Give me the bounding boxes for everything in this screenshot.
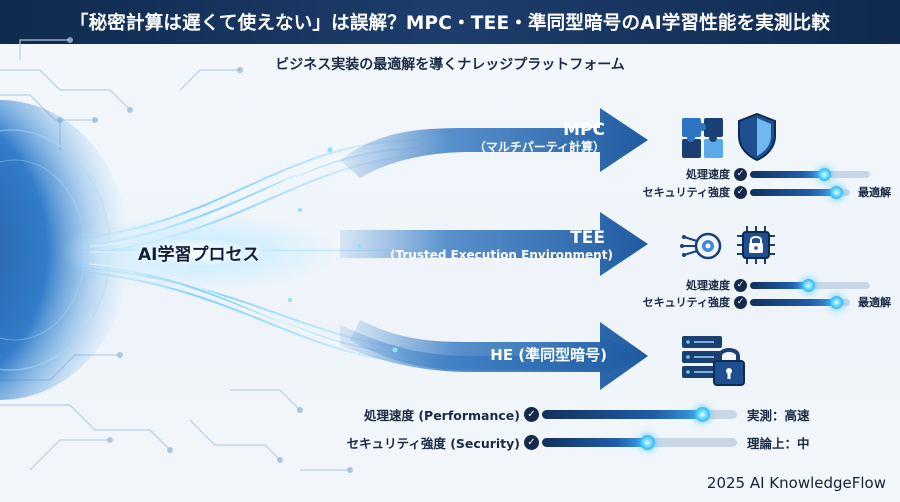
check-icon: ✓	[524, 434, 539, 450]
metric-fill	[750, 281, 808, 289]
target-node-icon	[680, 232, 722, 260]
check-icon: ✓	[734, 185, 747, 199]
tee-speed-metric: 処理速度 ✓	[600, 277, 878, 293]
metric-bar	[750, 295, 850, 309]
mpc-name: MPC	[563, 120, 605, 140]
metric-bar	[542, 406, 737, 422]
metric-label: セキュリティ強度 (Security)	[346, 435, 520, 451]
metric-label: 処理速度 (Performance)	[363, 407, 520, 423]
server-lock-icon	[682, 336, 745, 386]
mpc-detail: （マルチパーティ計算）	[473, 140, 605, 154]
mpc-label: MPC （マルチパーティ計算）	[430, 120, 605, 155]
metric-knob	[640, 434, 656, 450]
metric-fill	[750, 170, 825, 178]
metric-label: 処理速度	[686, 279, 730, 292]
he-arrow	[350, 320, 648, 390]
mpc-speed-metric: 処理速度 ✓	[600, 166, 878, 182]
metric-fill	[542, 437, 648, 447]
tee-detail: (Trusted Execution Environment)	[390, 248, 613, 262]
tee-security-metric: セキュリティ強度 ✓ 最適解	[600, 294, 891, 310]
metric-value: 理論上：中	[747, 435, 810, 451]
he-label: HE (準同型暗号)	[440, 346, 607, 365]
he-security-metric: セキュリティ強度 (Security) ✓ 理論上：中	[305, 434, 810, 451]
metric-knob	[818, 167, 832, 181]
metric-knob	[801, 278, 815, 292]
metric-bar	[750, 185, 850, 199]
metric-fill	[750, 188, 836, 196]
metric-fill	[542, 409, 702, 419]
tee-name: TEE	[570, 228, 605, 248]
metric-value: 実測：高速	[747, 407, 810, 423]
metric-fill	[750, 298, 836, 306]
puzzle-icon	[682, 118, 723, 158]
metric-value: 最適解	[858, 186, 891, 199]
metric-knob	[830, 295, 843, 309]
metric-bar	[750, 167, 870, 181]
check-icon: ✓	[734, 167, 747, 181]
metric-label: セキュリティ強度	[642, 186, 730, 199]
metric-label: 処理速度	[686, 168, 730, 181]
page-subtitle: ビジネス実装の最適解を導くナレッジプラットフォーム	[275, 57, 625, 73]
mpc-arrow	[340, 108, 648, 178]
tee-arrow	[340, 212, 648, 276]
check-icon: ✓	[734, 278, 747, 292]
check-icon: ✓	[734, 295, 747, 309]
page-title: 「秘密計算は遅くて使えない」は誤解？MPC・TEE・準同型暗号のAI学習性能を実…	[0, 0, 900, 44]
metric-bar	[542, 434, 737, 450]
check-icon: ✓	[524, 406, 539, 422]
metric-knob	[830, 185, 843, 199]
shield-icon	[738, 112, 776, 162]
metric-label: セキュリティ強度	[642, 296, 730, 309]
metric-bar	[750, 278, 870, 292]
footer-brand: 2025 AI KnowledgeFlow	[706, 474, 886, 492]
chip-lock-icon	[737, 226, 775, 264]
he-speed-metric: 処理速度 (Performance) ✓ 実測：高速	[305, 406, 810, 423]
he-name: HE (準同型暗号)	[490, 346, 607, 364]
mpc-security-metric: セキュリティ強度 ✓ 最適解	[600, 184, 891, 200]
center-label: AI学習プロセス	[138, 245, 260, 265]
metric-knob	[694, 406, 710, 422]
tee-label: TEE (Trusted Execution Environment)	[390, 228, 613, 263]
metric-value: 最適解	[858, 296, 891, 309]
